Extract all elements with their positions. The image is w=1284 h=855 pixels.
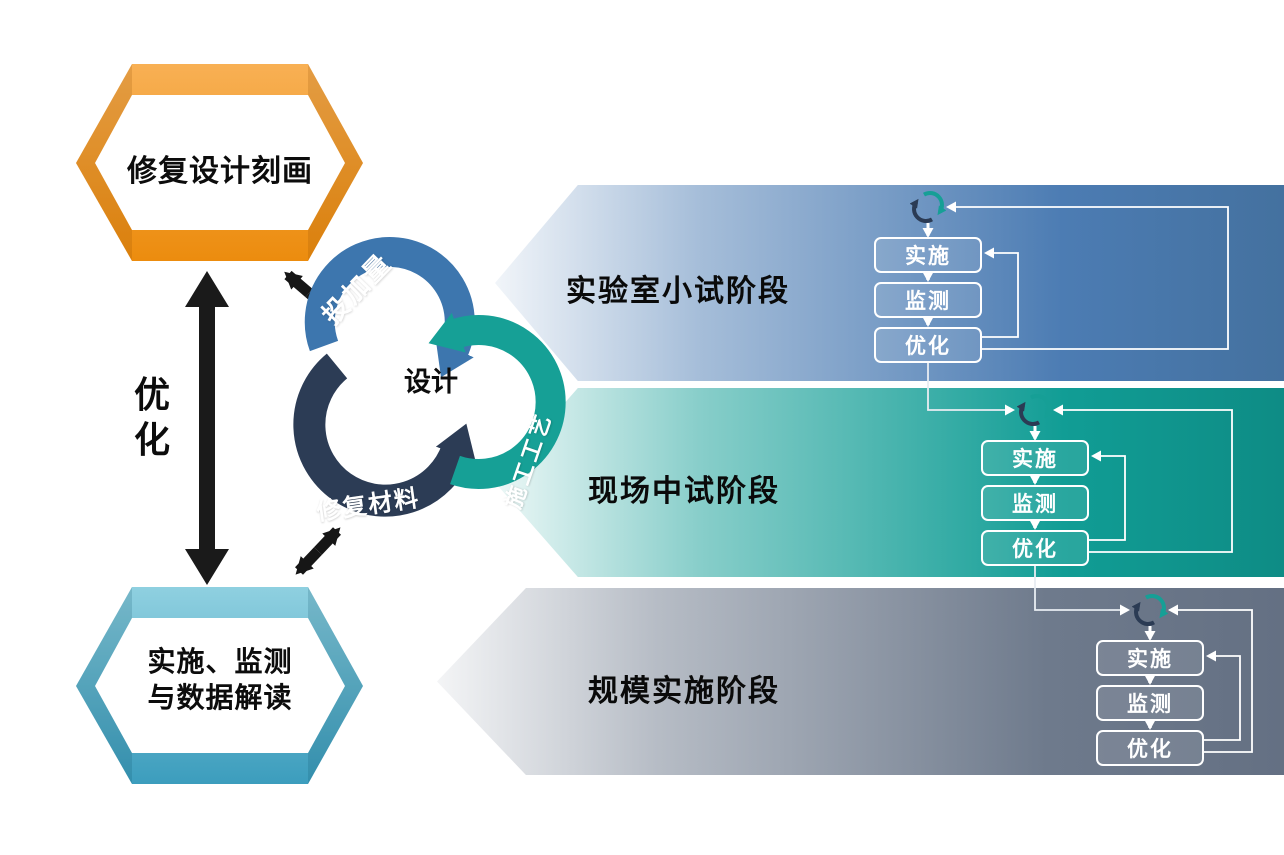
vertical-double-arrow (185, 271, 229, 585)
stage-title-lab: 实验室小试阶段 (566, 275, 790, 308)
arc-process (428, 312, 566, 489)
cycle-loop-icon (914, 193, 942, 221)
arc-material (293, 353, 476, 517)
step-box-implement: 实施 (981, 440, 1089, 476)
diagonal-arrow-bottom (295, 527, 341, 575)
optimize-label: 优 化 (133, 374, 170, 460)
remediation-design-label: 修复设计刻画 (127, 155, 313, 188)
stage-title-scale: 规模实施阶段 (588, 675, 780, 708)
step-box-implement: 实施 (874, 237, 982, 273)
stage-title-field: 现场中试阶段 (588, 475, 780, 508)
step-box-monitor: 监测 (981, 485, 1089, 521)
implementation-label: 实施、监测 与数据解读 (100, 644, 340, 716)
step-box-optimize: 优化 (981, 530, 1089, 566)
cycle-loop-icon (1136, 596, 1164, 624)
implementation-label-line1: 实施、监测 (147, 646, 293, 677)
step-box-monitor: 监测 (1096, 685, 1204, 721)
arc-dosage (304, 237, 475, 378)
flow-connectors-field (1029, 404, 1233, 553)
cycle-center-label: 设计 (404, 367, 458, 397)
step-box-implement: 实施 (1096, 640, 1204, 676)
cycle-loop-icon (1021, 396, 1049, 424)
step-box-optimize: 优化 (874, 327, 982, 363)
remediation-design-hexagon (76, 64, 363, 261)
implementation-hexagon (76, 587, 363, 784)
design-cycle (293, 237, 566, 517)
stage-banner-scale (437, 588, 1284, 775)
implementation-label-line2: 与数据解读 (147, 682, 293, 713)
step-box-optimize: 优化 (1096, 730, 1204, 766)
stage-banner-field (495, 388, 1284, 577)
cascade-connectors (927, 361, 1130, 616)
step-box-monitor: 监测 (874, 282, 982, 318)
flow-connectors-scale (1144, 604, 1253, 753)
flow-connectors-lab (922, 201, 1229, 350)
